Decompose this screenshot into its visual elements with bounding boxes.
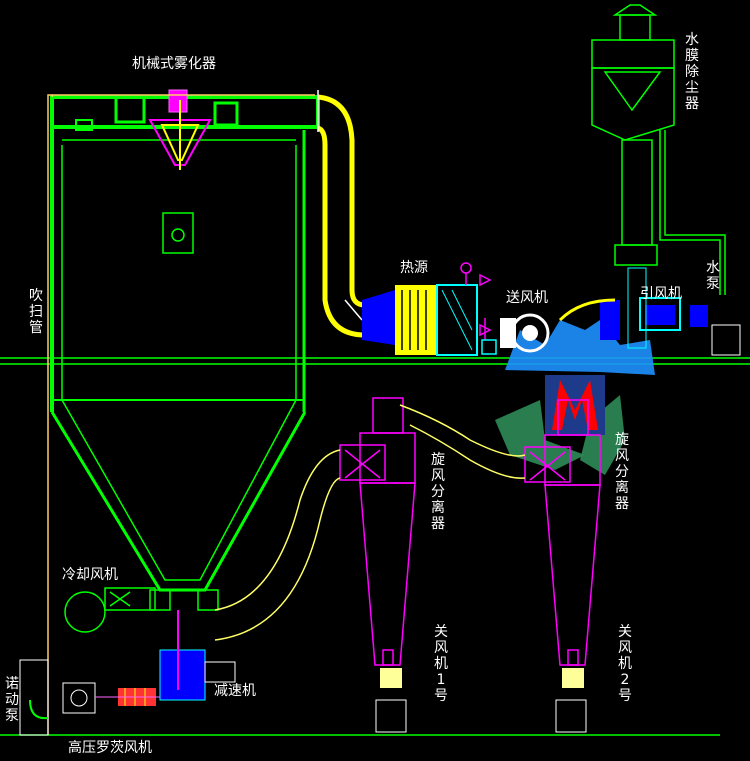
- cyclone-separator-2: [524, 399, 601, 666]
- airlock-2: [555, 668, 587, 733]
- cooling-fan-label: 冷却风机: [62, 567, 118, 583]
- water-pump-label: 水泵: [706, 260, 720, 292]
- airlock-2-label: 关风机2号: [618, 624, 632, 704]
- induced-fan: [600, 267, 681, 349]
- hot-air-duct: [317, 94, 395, 338]
- airlock-1: [375, 668, 407, 733]
- peristaltic-pump: [19, 659, 49, 736]
- connecting-ducts: [214, 404, 526, 641]
- company-logo: [495, 320, 655, 475]
- induced-fan-label: 引风机: [640, 286, 682, 302]
- airlock-1-label: 关风机1号: [434, 624, 448, 704]
- duct-bands: [317, 90, 363, 321]
- drying-tower: [50, 95, 320, 611]
- purge-pipe: [47, 94, 315, 735]
- roots-blower: [62, 682, 160, 714]
- purge-pipe-label: 吹扫管: [29, 288, 43, 336]
- valve-cluster: [460, 262, 497, 355]
- atomizer-label: 机械式雾化器: [132, 56, 216, 72]
- heat-source-label: 热源: [400, 260, 428, 276]
- cyclone-separator-1: [339, 397, 416, 666]
- roots-blower-label: 高压罗茨风机: [68, 740, 152, 756]
- ground-line: [0, 357, 750, 736]
- supply-fan-label: 送风机: [506, 290, 548, 306]
- mechanical-atomizer: [148, 89, 212, 170]
- cooling-fan: [64, 587, 156, 633]
- supply-fan: [500, 313, 550, 353]
- water-film-dust-collector: [591, 4, 726, 295]
- reducer-label: 减速机: [214, 683, 256, 699]
- peristaltic-pump-label: 诺动泵: [5, 676, 19, 724]
- water-film-dust-collector-label: 水膜除尘器: [685, 32, 699, 112]
- water-pump: [690, 305, 741, 356]
- heat-source-unit: [362, 284, 478, 356]
- cyclone-separator-1-label: 旋风分离器: [431, 452, 445, 532]
- induced-duct: [558, 298, 616, 322]
- cyclone-separator-2-label: 旋风分离器: [615, 432, 629, 512]
- reducer-unit: [159, 610, 236, 701]
